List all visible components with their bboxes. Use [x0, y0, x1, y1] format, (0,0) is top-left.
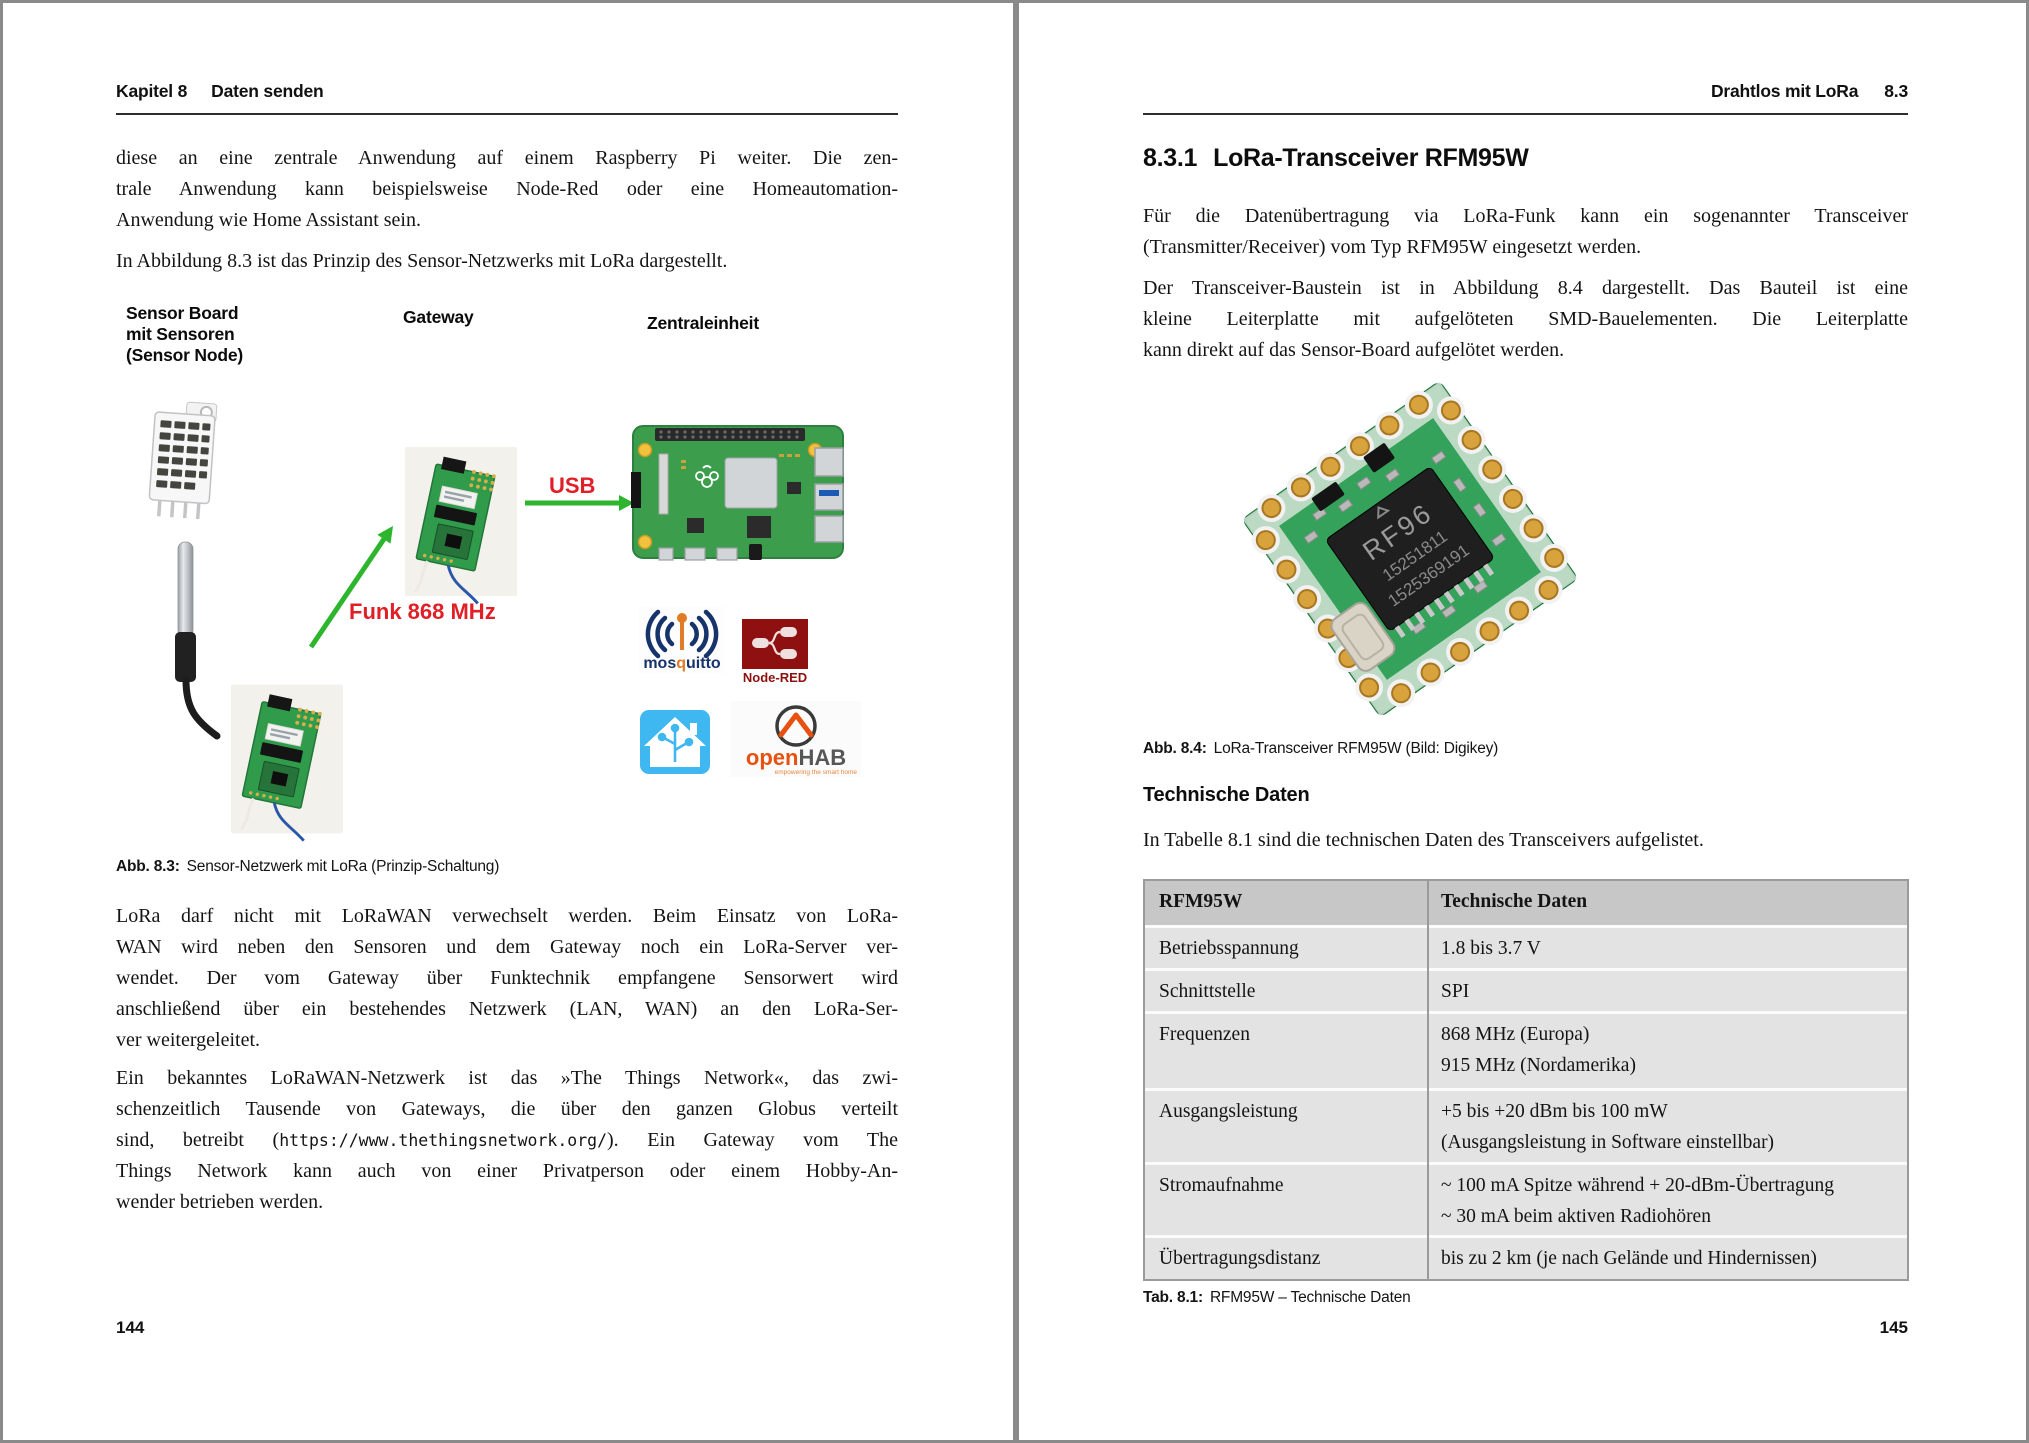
paragraph-line: kleine Leiterplatte mit aufgelöteten SMD… [1143, 308, 1908, 330]
svg-text:mosquitto: mosquitto [643, 655, 721, 672]
paragraph-line-with-url: sind, betreibt (https://www.thethingsnet… [116, 1129, 898, 1151]
table-header-cell: Technische Daten [1441, 891, 1588, 912]
section-title: Drahtlos mit LoRa [1710, 81, 1859, 101]
openhab-tagline: empowering the smart home [775, 769, 858, 776]
temperature-probe-image [175, 541, 221, 740]
table-header-cell: RFM95W [1159, 891, 1243, 912]
paragraph-line: diese an eine zentrale Anwendung auf ein… [116, 147, 898, 169]
table-row: Übertragungsdistanz bis zu 2 km (je nach… [1145, 1235, 1907, 1279]
usb-arrow [525, 495, 634, 511]
paragraph-line: Der Transceiver-Baustein ist in Abbildun… [1143, 277, 1908, 299]
openhab-logo: openHAB empowering the smart home [731, 701, 861, 777]
paragraph-line: wender betrieben werden. [116, 1191, 324, 1213]
figure-label-gateway: Gateway [403, 307, 474, 327]
figure-caption-8-4: Abb. 8.4:LoRa-Transceiver RFM95W (Bild: … [1143, 740, 1499, 757]
section-number: 8.3 [1884, 81, 1908, 101]
table-row: Betriebsspannung 1.8 bis 3.7 V [1145, 925, 1907, 968]
right-running-header: Drahtlos mit LoRa 8.3 [1143, 81, 1908, 115]
gateway-pcb-image [403, 445, 519, 607]
sensor-node-pcb-image [229, 683, 345, 845]
table-header-row: RFM95W Technische Daten [1145, 881, 1907, 925]
openhab-label-open: open [746, 745, 799, 770]
rfm95w-module-image: RF96 15251811 1525369191 [1242, 381, 1578, 717]
mosquitto-logo: mosquitto [639, 606, 725, 674]
spec-table: RFM95W Technische Daten Betriebsspannung… [1143, 879, 1909, 1281]
node-red-logo: Node-RED [742, 619, 808, 685]
figure-label-zentraleinheit: Zentraleinheit [647, 313, 759, 333]
left-running-header: Kapitel 8 Daten senden [116, 81, 898, 115]
paragraph-line: wendet. Der vom Gateway über Funktechnik… [116, 967, 898, 989]
right-page-number: 145 [1879, 1318, 1908, 1337]
node-red-label: Node-RED [743, 670, 807, 685]
figure-label-sensor-board: Sensor Board mit Sensoren (Sensor Node) [126, 303, 243, 365]
usb-arrow-label: USB [549, 473, 596, 498]
table-row: Frequenzen 868 MHz (Europa) 915 MHz (Nor… [1145, 1011, 1907, 1088]
table-row: Schnittstelle SPI [1145, 968, 1907, 1011]
url-text: https://www.thethingsnetwork.org/ [279, 1131, 608, 1150]
chapter-title: Daten senden [211, 81, 324, 101]
subheading-technische-daten: Technische Daten [1143, 784, 1310, 806]
paragraph-line: In Abbildung 8.3 ist das Prinzip des Sen… [116, 250, 728, 272]
paragraph-line: Anwendung wie Home Assistant sein. [116, 209, 421, 231]
dht22-sensor-image [148, 401, 218, 520]
table-row: Stromaufnahme ~ 100 mA Spitze während + … [1145, 1162, 1907, 1235]
table-row: Ausgangsleistung +5 bis +20 dBm bis 100 … [1145, 1088, 1907, 1162]
page-divider [1013, 3, 1019, 1440]
home-assistant-logo [640, 710, 710, 774]
paragraph-line: Für die Datenübertragung via LoRa-Funk k… [1143, 205, 1908, 227]
paragraph-line: schenzeitlich Tausende von Gateways, die… [116, 1098, 898, 1120]
left-page-number: 144 [116, 1318, 145, 1337]
paragraph-line: ver weitergeleitet. [116, 1029, 261, 1051]
paragraph-line: In Tabelle 8.1 sind die technischen Date… [1143, 829, 1704, 851]
funk-arrow-label: Funk 868 MHz [349, 599, 496, 624]
paragraph-line: anschließend über ein bestehendes Netzwe… [116, 998, 898, 1020]
table-caption-8-1: Tab. 8.1:RFM95W – Technische Daten [1143, 1289, 1411, 1306]
paragraph-line: trale Anwendung kann beispielsweise Node… [116, 178, 898, 200]
paragraph-line: (Transmitter/Receiver) vom Typ RFM95W ei… [1143, 236, 1642, 258]
mosquitto-label: mos [643, 655, 676, 672]
paragraph-line: Things Network kann auch von einer Priva… [116, 1160, 898, 1182]
svg-text:openHAB: openHAB [746, 745, 846, 770]
funk-arrow [308, 526, 393, 649]
paragraph-line: kann direkt auf das Sensor-Board aufgelö… [1143, 339, 1565, 361]
raspberry-pi-image [631, 425, 844, 561]
paragraph-line: WAN wird neben den Sensoren und dem Gate… [116, 936, 898, 958]
paragraph-line: LoRa darf nicht mit LoRaWAN verwechselt … [116, 905, 898, 927]
paragraph-line: Ein bekanntes LoRaWAN-Netzwerk ist das »… [116, 1067, 898, 1089]
figure-caption-8-3: Abb. 8.3:Sensor-Netzwerk mit LoRa (Prinz… [116, 858, 500, 875]
chapter-number: Kapitel 8 [116, 81, 188, 101]
